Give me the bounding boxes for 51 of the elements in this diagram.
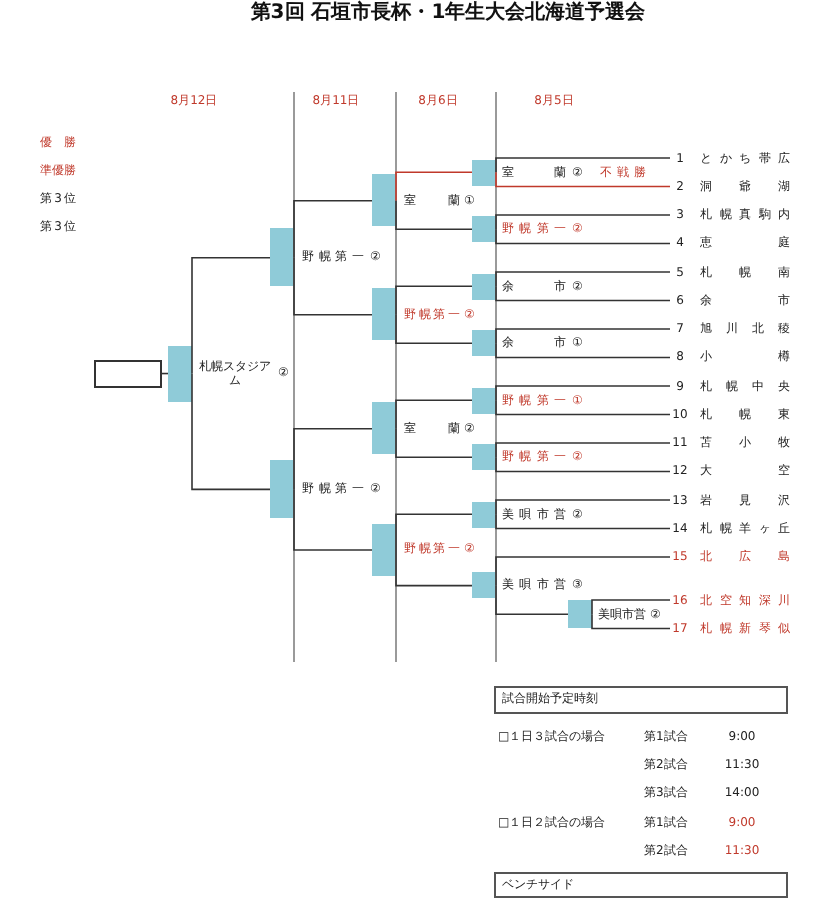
match-box (472, 273, 496, 300)
bracket-line (395, 285, 473, 316)
bracket-line (495, 499, 671, 516)
bracket-line (495, 228, 671, 245)
bracket-line (395, 399, 473, 430)
bracket-line (495, 157, 671, 174)
bracket-line (191, 256, 271, 375)
bracket-line (495, 385, 671, 402)
bracket-line (293, 199, 373, 259)
match-box (472, 216, 496, 243)
bracket-line (495, 456, 671, 473)
match-box (270, 460, 294, 519)
match-box (372, 402, 396, 455)
match-box (472, 501, 496, 528)
bracket-line (591, 613, 671, 630)
bracket-line (495, 513, 671, 530)
match-box (472, 444, 496, 471)
bracket-line (395, 313, 473, 345)
bracket-line (495, 214, 671, 231)
title: 第3回 石垣市長杯・1年生大会北海道予選会 (250, 0, 646, 26)
match-box (270, 228, 294, 287)
bracket-line (395, 549, 473, 587)
bracket-line (395, 199, 473, 231)
match-box (472, 159, 496, 186)
bracket-line (591, 599, 671, 616)
match-box (472, 387, 496, 414)
bracket-line (495, 584, 569, 616)
bracket-line (495, 285, 671, 302)
bracket-line (395, 171, 473, 202)
bracket-line (495, 399, 671, 416)
match-box (472, 572, 496, 599)
bracket-line (495, 271, 671, 288)
match-box (568, 600, 592, 629)
match-box (372, 174, 396, 227)
bracket-line (395, 427, 473, 459)
bracket-line (495, 342, 671, 359)
match-box (472, 330, 496, 357)
bracket-line (495, 556, 671, 587)
match-box (372, 523, 396, 576)
bracket-line (395, 513, 473, 551)
bracket-line (495, 442, 671, 459)
bracket-line (495, 171, 671, 188)
winner-box (94, 359, 162, 388)
bracket-line (293, 256, 373, 316)
bracket-line (191, 372, 271, 491)
bracket-line (293, 427, 373, 491)
bracket-line (293, 488, 373, 551)
match-box (168, 345, 192, 402)
bracket-line (495, 328, 671, 345)
bracket-line (161, 372, 169, 375)
match-box (372, 288, 396, 341)
